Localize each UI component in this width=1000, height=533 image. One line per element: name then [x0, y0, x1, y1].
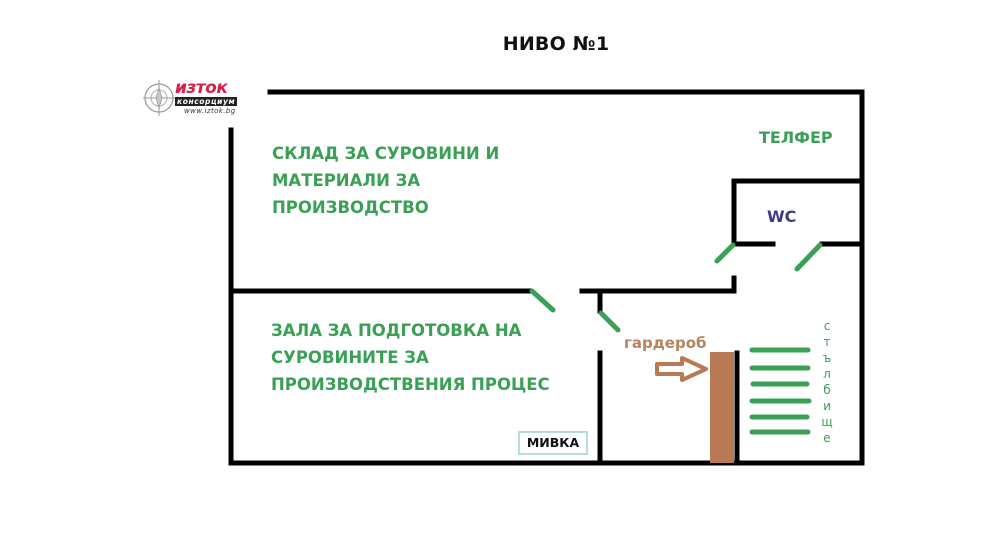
room-label-wardrobe: гардероб [624, 334, 707, 352]
page-title: НИВО №1 [502, 33, 610, 55]
logo-brand: изток [175, 78, 228, 98]
arrow-right-icon [655, 356, 708, 382]
walls [228, 89, 865, 466]
door-storage[interactable] [529, 288, 556, 313]
door-wc[interactable] [794, 242, 823, 272]
door-wardrobe[interactable] [598, 310, 621, 333]
sink-label: МИВКА [518, 431, 588, 455]
door-wc-corridor[interactable] [714, 242, 736, 264]
room-label-stairs: с т ъ л б и щ е [821, 319, 833, 445]
stairs-icon [749, 347, 812, 435]
room-label-hoist: ТЕЛФЕР [759, 128, 833, 147]
compass-rose-icon [143, 80, 175, 116]
logo-subtitle: консорциум [175, 97, 238, 106]
room-label-wc: WC [767, 207, 797, 226]
logo-url: www.iztok.bg [184, 107, 236, 115]
doors [529, 242, 823, 333]
room-label-storage: СКЛАД ЗА СУРОВИНИ И МАТЕРИАЛИ ЗА ПРОИЗВО… [272, 144, 500, 217]
company-logo: изток консорциум www.iztok.bg [140, 78, 250, 122]
room-label-prep-hall: ЗАЛА ЗА ПОДГОТОВКА НА СУРОВИНИТЕ ЗА ПРОИ… [271, 321, 550, 394]
wardrobe-block [710, 352, 734, 463]
